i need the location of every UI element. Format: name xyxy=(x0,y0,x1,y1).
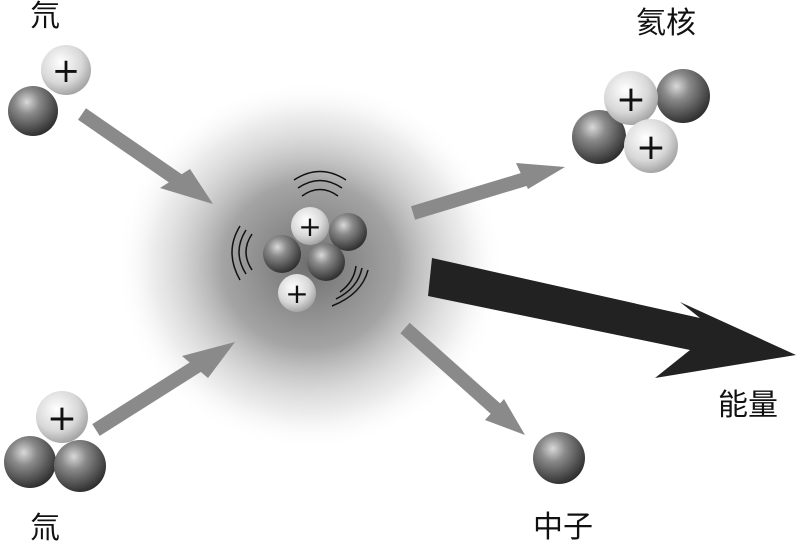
neutron-ball xyxy=(54,440,106,492)
arrow-tritium-in xyxy=(92,342,235,436)
deuterium-top: + xyxy=(8,45,91,136)
tritium-label: 氚 xyxy=(30,511,60,546)
neutron-ball xyxy=(263,235,301,273)
proton-ball xyxy=(278,274,316,312)
neutron-ball xyxy=(329,213,367,251)
proton-ball xyxy=(624,119,678,173)
helium-nucleus-label: 氦核 xyxy=(636,6,696,41)
arrow-deuterium-in xyxy=(78,108,213,204)
neutron-ball xyxy=(307,243,345,281)
plus-sign: + xyxy=(616,79,646,120)
plus-sign: + xyxy=(298,210,321,243)
neutron-label: 中子 xyxy=(533,510,593,545)
energy-label: 能量 xyxy=(718,388,778,423)
deuterium-label: 氘 xyxy=(30,0,60,34)
fusing-nucleus: + + xyxy=(231,170,369,312)
energy-arrow xyxy=(428,258,796,378)
vibration-lines xyxy=(231,170,369,307)
neutron-ball xyxy=(4,436,56,488)
proton-ball xyxy=(604,71,658,125)
plus-sign: + xyxy=(636,127,666,168)
plus-sign: + xyxy=(47,398,77,439)
neutron-ball xyxy=(656,69,710,123)
proton-ball xyxy=(36,391,88,443)
arrow-helium-out xyxy=(410,163,565,220)
arrow-neutron-out xyxy=(400,322,525,435)
neutron-ball xyxy=(8,86,58,136)
helium-nucleus: + + xyxy=(572,69,710,173)
tritium-bottom: + xyxy=(4,391,106,492)
plus-sign: + xyxy=(285,277,308,310)
emitted-neutron xyxy=(533,432,585,484)
proton-ball xyxy=(291,207,329,245)
neutron-ball xyxy=(572,110,626,164)
proton-ball xyxy=(41,45,91,95)
plus-sign: + xyxy=(52,51,81,91)
